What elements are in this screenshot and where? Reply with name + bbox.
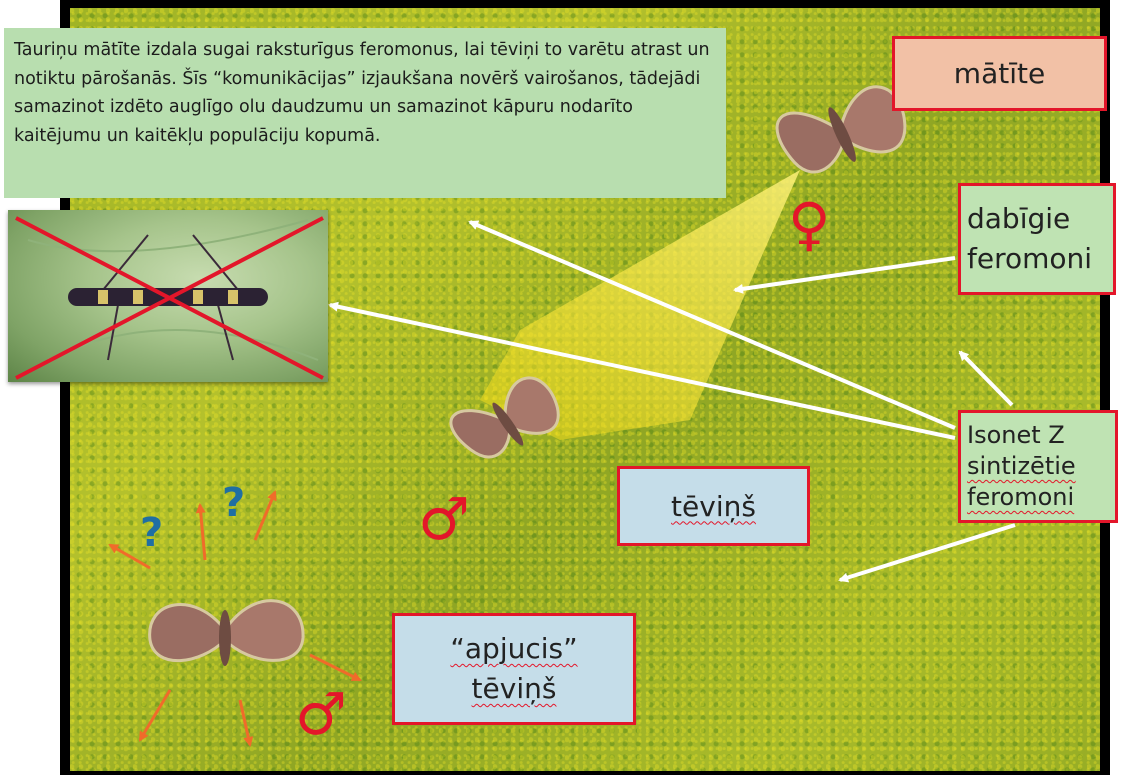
synthetic-label-line2: sintizētie bbox=[967, 451, 1076, 482]
arrow-natural bbox=[735, 258, 955, 290]
natural-pheromones-label: dabīgie feromoni bbox=[958, 183, 1116, 295]
confused-label-line2: tēviņš bbox=[450, 669, 577, 709]
synthetic-label-line1: Isonet Z bbox=[967, 420, 1076, 451]
arrow-synth-3 bbox=[960, 352, 1012, 405]
natural-label-line1: dabīgie bbox=[967, 199, 1092, 239]
info-text-box: Tauriņu mātīte izdala sugai raksturīgus … bbox=[4, 28, 726, 198]
female-label-text: mātīte bbox=[954, 57, 1045, 90]
synthetic-pheromones-label: Isonet Z sintizētie feromoni bbox=[958, 410, 1118, 523]
male-symbol-confused: ♂ bbox=[295, 685, 347, 743]
confused-label-line1: “apjucis” bbox=[450, 629, 577, 669]
confused-male-label: “apjucis” tēviņš bbox=[392, 613, 636, 725]
arrow-synth-4 bbox=[840, 525, 1015, 580]
natural-label-line2: feromoni bbox=[967, 239, 1092, 279]
question-mark-1: ? bbox=[140, 510, 163, 556]
male-label: tēviņš bbox=[617, 466, 810, 546]
mating-moths-photo bbox=[8, 210, 328, 382]
female-symbol: ♀ bbox=[788, 195, 830, 253]
synthetic-label-line3: feromoni bbox=[967, 482, 1076, 513]
male-symbol-flying: ♂ bbox=[418, 490, 470, 548]
confused-moth bbox=[150, 601, 303, 666]
female-label: mātīte bbox=[892, 36, 1107, 111]
info-text: Tauriņu mātīte izdala sugai raksturīgus … bbox=[14, 40, 710, 146]
question-mark-2: ? bbox=[222, 480, 245, 526]
photo-content bbox=[8, 210, 328, 382]
male-label-text: tēviņš bbox=[671, 490, 756, 523]
